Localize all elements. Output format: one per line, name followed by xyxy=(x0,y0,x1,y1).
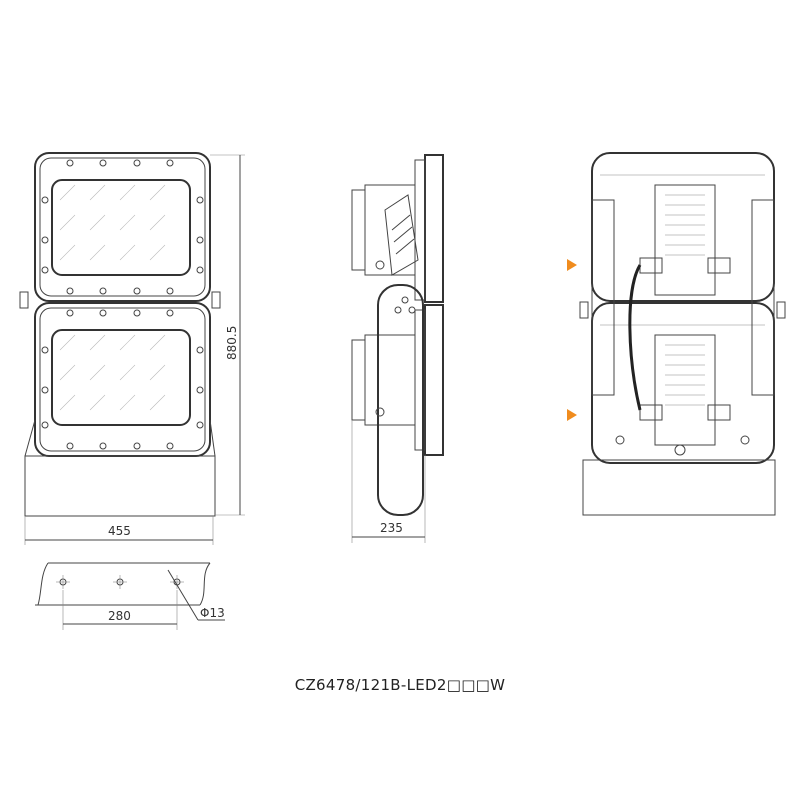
hole-spacing-label: 280 xyxy=(108,609,131,623)
marker-arrow-top xyxy=(567,259,577,271)
front-view xyxy=(19,152,221,517)
width-label: 455 xyxy=(108,524,131,538)
hole-diameter-label: Φ13 xyxy=(200,606,225,620)
dimension-height: 880.5 xyxy=(210,154,245,516)
marker-arrow-bottom xyxy=(567,409,577,421)
mounting-holes xyxy=(56,575,184,589)
depth-label: 235 xyxy=(380,521,403,535)
model-number: CZ6478/121B-LED2□□□W xyxy=(294,676,506,694)
height-label: 880.5 xyxy=(225,326,239,360)
dimension-depth: 235 xyxy=(351,420,426,543)
side-view xyxy=(351,154,444,516)
dimension-width: 455 xyxy=(24,516,214,545)
mounting-detail: 280 Φ13 xyxy=(35,562,225,630)
back-view xyxy=(579,152,786,516)
front-window-bottom xyxy=(51,329,191,426)
front-window-top xyxy=(51,179,191,276)
